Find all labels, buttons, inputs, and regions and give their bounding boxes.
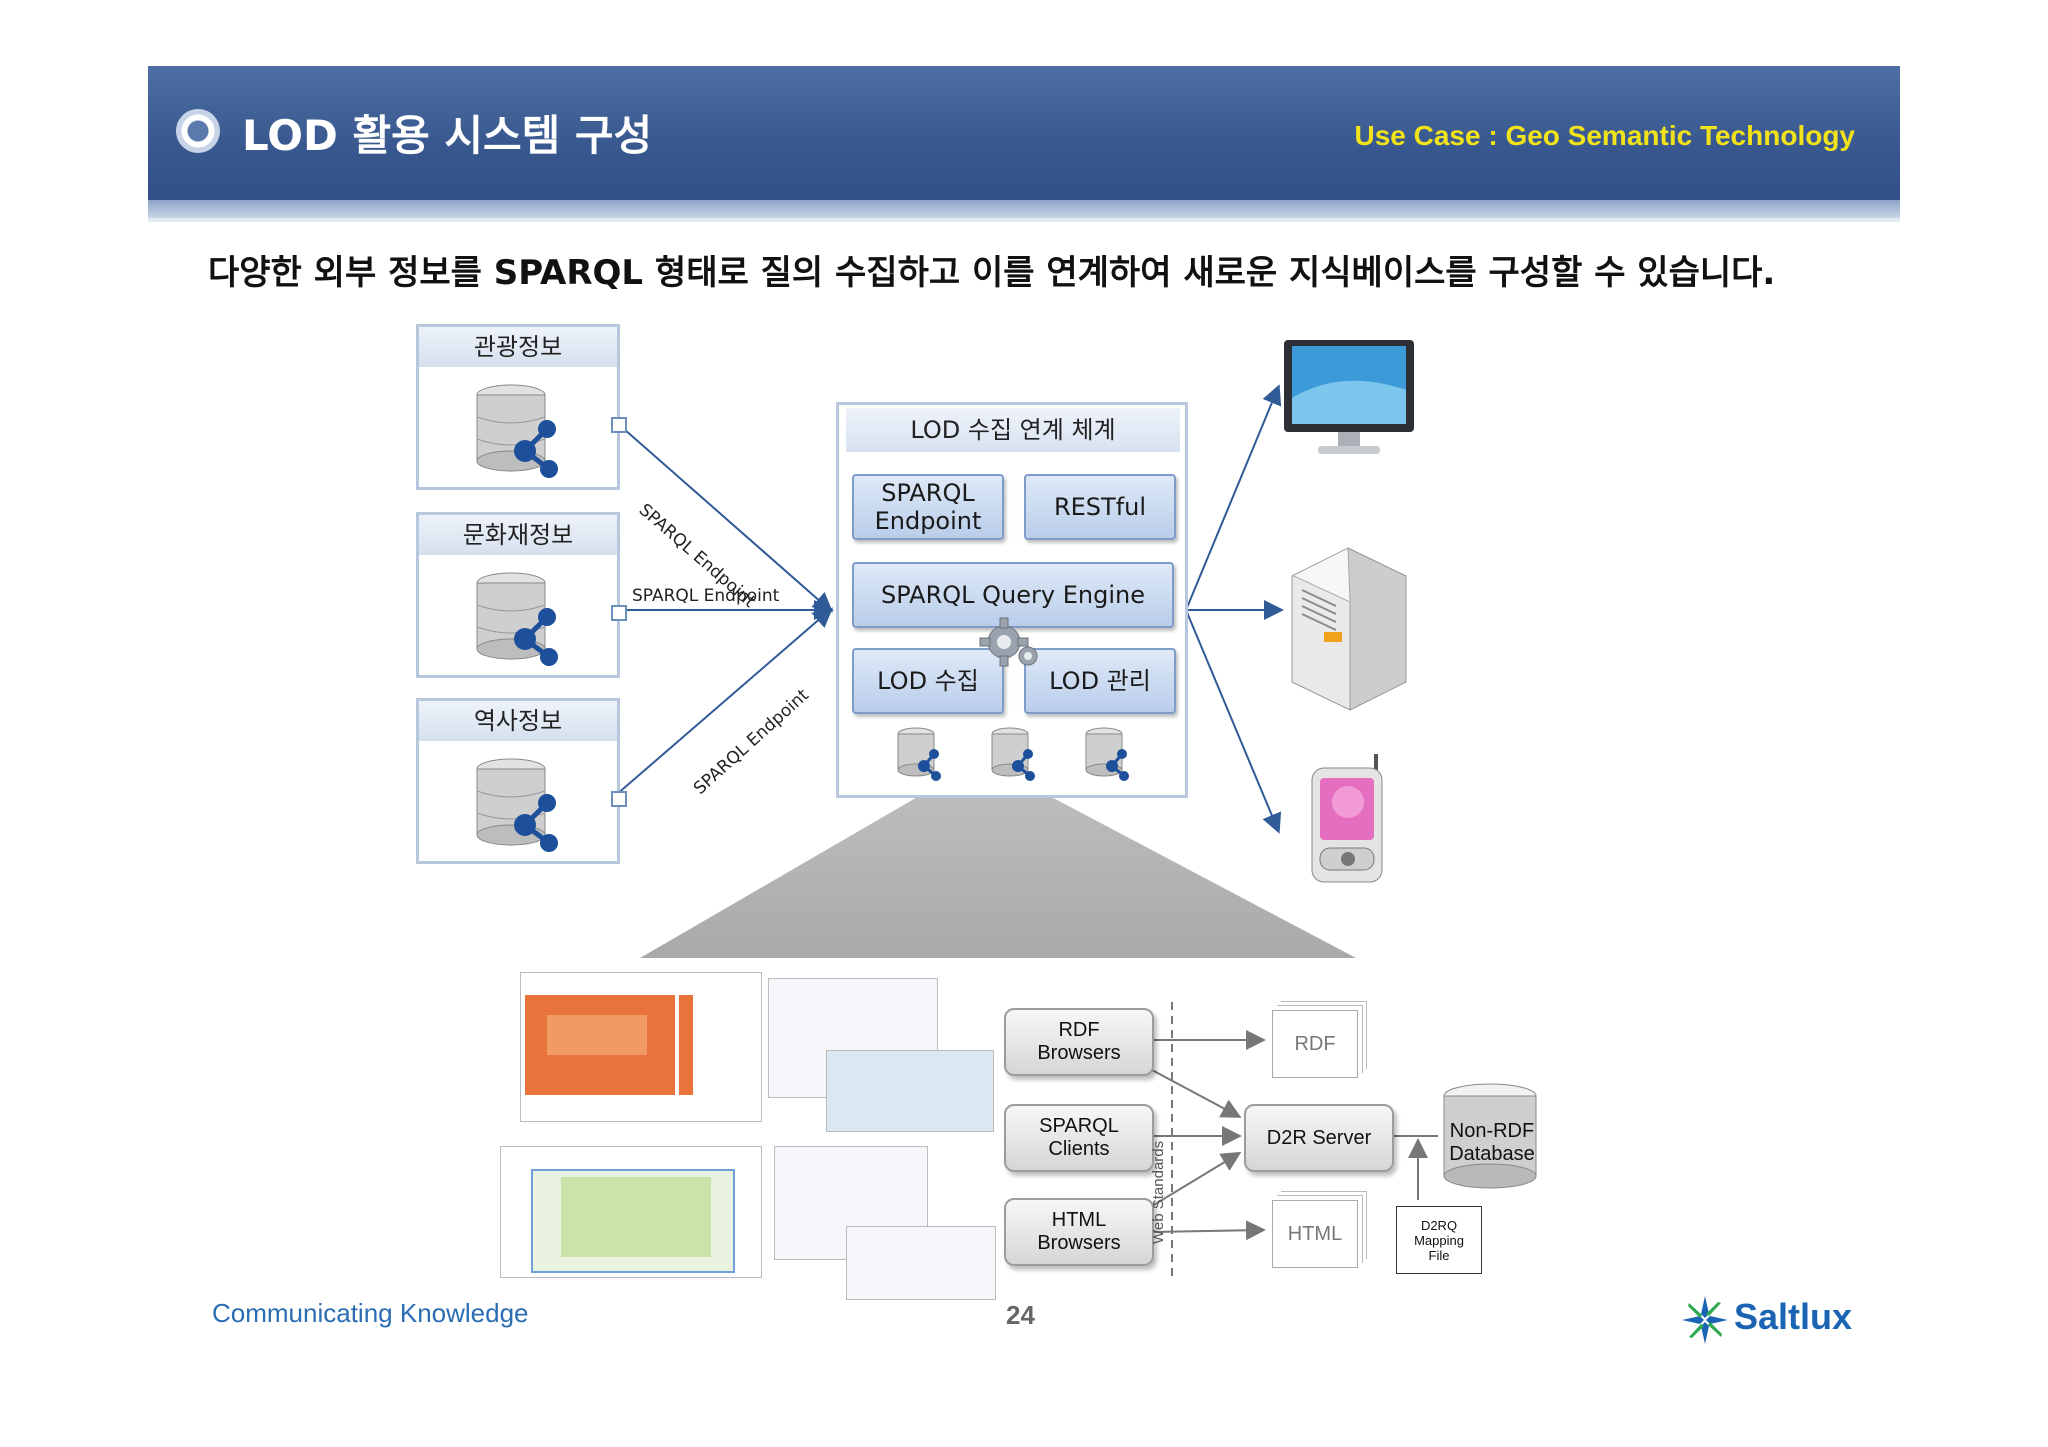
saltlux-logo-icon <box>1682 1296 1728 1344</box>
mobile-phone-icon <box>1311 754 1383 883</box>
slide-subtitle: 다양한 외부 정보를 SPARQL 형태로 질의 수집하고 이를 연계하여 새로… <box>208 253 1776 293</box>
slide-title: LOD 활용 시스템 구성 <box>242 111 653 160</box>
source-box-heritage: 문화재정보 <box>416 512 627 678</box>
architecture-thumbnail <box>520 972 762 1122</box>
edge-to-mobile <box>1185 609 1282 834</box>
enterprise-portal-thumbnail <box>500 1146 762 1278</box>
saltlux-logo: Saltlux <box>1734 1296 1853 1337</box>
html-browsers-button: HTML Browsers <box>1004 1198 1154 1266</box>
database-icon <box>476 384 558 478</box>
source-label: 관광정보 <box>419 327 617 367</box>
port-handle <box>611 605 627 621</box>
app-screenshot-2 <box>826 1050 994 1132</box>
d2r-server-box: D2R Server <box>1244 1104 1394 1172</box>
footer-tagline: Communicating Knowledge <box>212 1298 529 1328</box>
html-document-icon: HTML <box>1272 1200 1358 1268</box>
non-rdf-database-label: Non-RDF Database <box>1449 1120 1535 1165</box>
edge-to-monitor <box>1185 384 1282 611</box>
header-bar <box>148 66 1900 216</box>
lod-collect-button: LOD 수집 <box>852 648 1004 714</box>
database-icon <box>897 727 941 781</box>
lod-system-title: LOD 수집 연계 체계 <box>846 408 1180 452</box>
monitor-icon <box>1284 340 1414 454</box>
source-label: 문화재정보 <box>419 515 617 555</box>
lod-manage-button: LOD 관리 <box>1024 648 1176 714</box>
source-label: 역사정보 <box>419 701 617 741</box>
rdf-document-icon: RDF <box>1272 1010 1358 1078</box>
edge-label-heritage: SPARQL Endpoint <box>632 586 780 606</box>
database-icon <box>1443 1083 1537 1189</box>
source-box-history: 역사정보 <box>416 698 627 864</box>
edge-tourism <box>615 421 834 613</box>
bullet-icon <box>176 109 220 153</box>
gear-icon <box>979 617 1038 667</box>
header-strip <box>148 200 1900 218</box>
rdf-browsers-button: RDF Browsers <box>1004 1008 1154 1076</box>
port-handle <box>611 791 627 807</box>
source-box-tourism: 관광정보 <box>416 324 627 490</box>
edge-history <box>615 607 834 796</box>
sparql-query-engine-button: SPARQL Query Engine <box>852 562 1174 628</box>
database-icon <box>476 758 558 852</box>
database-icon <box>991 727 1035 781</box>
port-handle <box>611 417 627 433</box>
header-strip-light <box>148 218 1900 222</box>
web-standards-label: Web Standards <box>1150 1140 1167 1244</box>
restful-button: RESTful <box>1024 474 1176 540</box>
sparql-clients-button: SPARQL Clients <box>1004 1104 1154 1172</box>
mapping-file-icon: D2RQ Mapping File <box>1396 1206 1482 1274</box>
use-case-label: Use Case : Geo Semantic Technology <box>1354 120 1855 151</box>
server-icon <box>1291 547 1407 711</box>
zoom-fan <box>640 792 1356 958</box>
sparql-endpoint-button: SPARQL Endpoint <box>852 474 1004 540</box>
database-icon <box>1085 727 1129 781</box>
database-icon <box>476 572 558 666</box>
page-number: 24 <box>1006 1300 1035 1330</box>
app-screenshot-4 <box>846 1226 996 1300</box>
